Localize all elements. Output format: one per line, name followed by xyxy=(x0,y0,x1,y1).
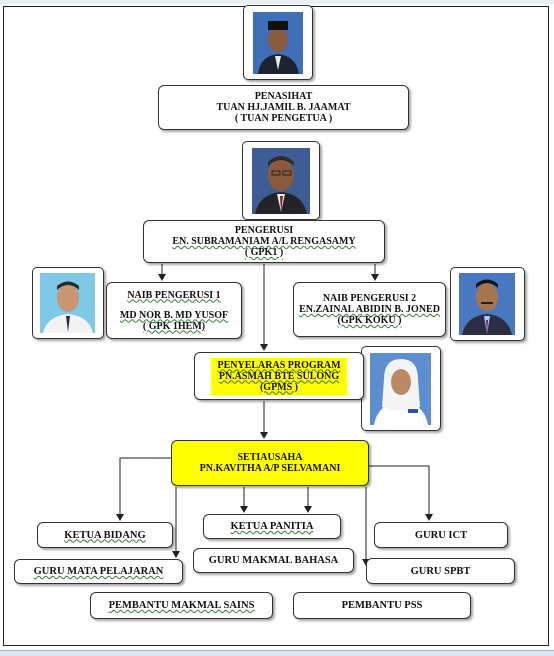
pembantu-pss-label: PEMBANTU PSS xyxy=(341,600,423,611)
coordinator-portrait-icon xyxy=(370,353,431,425)
ketua-panitia-box: KETUA PANITIA xyxy=(203,514,341,539)
guru-mata-pelajaran-box: GURU MATA PELAJARAN xyxy=(14,559,183,584)
connector-secretary-guru-ict xyxy=(369,465,433,521)
vice1-photo xyxy=(32,267,104,339)
guru-spbt-box: GURU SPBT xyxy=(366,558,515,584)
window-bottom-bar xyxy=(0,650,554,656)
chair-title: ( GPK1 ) xyxy=(244,247,284,258)
vice1-role: NAIB PENGERUSI 1 xyxy=(127,289,221,301)
window-top-bar xyxy=(0,0,554,4)
coordinator-name: PN.ASMAH BTE SULONG xyxy=(218,370,340,382)
vice2-name: EN.ZAINAL ABIDIN B. JONED xyxy=(299,304,440,315)
vice2-photo xyxy=(450,267,525,341)
vice2-role: NAIB PENGERUSI 2 xyxy=(322,293,417,304)
secretary-name: PN.KAVITHA A/P SELVAMANI xyxy=(199,463,341,474)
chair-photo xyxy=(242,141,320,220)
ketua-bidang-label: KETUA BIDANG xyxy=(64,529,146,541)
vice2-box: NAIB PENGERUSI 2 EN.ZAINAL ABIDIN B. JON… xyxy=(293,282,446,337)
vice1-title: ( GPK 1HEM) xyxy=(142,320,206,332)
advisor-name: TUAN HJ.JAMIL B. JAAMAT xyxy=(216,102,351,113)
guru-ict-box: GURU ICT xyxy=(374,522,508,548)
advisor-role: PENASIHAT xyxy=(254,91,313,102)
vice1-box: NAIB PENGERUSI 1 MD NOR B. MD YUSOF ( GP… xyxy=(106,282,242,339)
coordinator-box: PENYELARAS PROGRAM PN.ASMAH BTE SULONG (… xyxy=(194,352,364,400)
coordinator-title: (GPMS ) xyxy=(259,381,299,393)
vice2-title: (GPK KOKU ) xyxy=(337,315,402,326)
secretary-role: SETIAUSAHA xyxy=(237,452,303,463)
guru-makmal-bahasa-label: GURU MAKMAL BAHASA xyxy=(208,555,339,566)
ketua-bidang-box: KETUA BIDANG xyxy=(37,522,173,548)
connector-secretary-ketua-bidang xyxy=(116,457,171,521)
advisor-title: ( TUAN PENGETUA ) xyxy=(234,113,333,124)
coordinator-highlight: PENYELARAS PROGRAM PN.ASMAH BTE SULONG (… xyxy=(211,357,347,395)
chair-box: PENGERUSI EN. SUBRAMANIAM A/L RENGASAMY … xyxy=(143,220,385,263)
guru-spbt-label: GURU SPBT xyxy=(410,565,471,577)
vice2-portrait-icon xyxy=(459,273,515,335)
guru-makmal-bahasa-box: GURU MAKMAL BAHASA xyxy=(193,548,354,573)
guru-mata-pelajaran-label: GURU MATA PELAJARAN xyxy=(33,566,164,577)
chair-role: PENGERUSI xyxy=(234,225,294,236)
advisor-portrait-icon xyxy=(253,12,303,74)
secretary-box: SETIAUSAHA PN.KAVITHA A/P SELVAMANI xyxy=(171,440,369,486)
ketua-panitia-label: KETUA PANITIA xyxy=(230,521,314,532)
advisor-photo xyxy=(243,5,313,80)
chair-name: EN. SUBRAMANIAM A/L RENGASAMY xyxy=(172,236,356,247)
vice1-name: MD NOR B. MD YUSOF xyxy=(119,309,229,321)
pembantu-makmal-sains-box: PEMBANTU MAKMAL SAINS xyxy=(90,592,273,619)
guru-ict-label: GURU ICT xyxy=(414,529,468,541)
coordinator-role: PENYELARAS PROGRAM xyxy=(217,359,341,371)
coordinator-photo xyxy=(361,346,441,431)
pembantu-pss-box: PEMBANTU PSS xyxy=(293,592,471,619)
advisor-box: PENASIHAT TUAN HJ.JAMIL B. JAAMAT ( TUAN… xyxy=(158,85,409,130)
chair-portrait-icon xyxy=(252,148,310,214)
vice1-portrait-icon xyxy=(40,273,95,333)
pembantu-makmal-sains-label: PEMBANTU MAKMAL SAINS xyxy=(108,600,255,611)
